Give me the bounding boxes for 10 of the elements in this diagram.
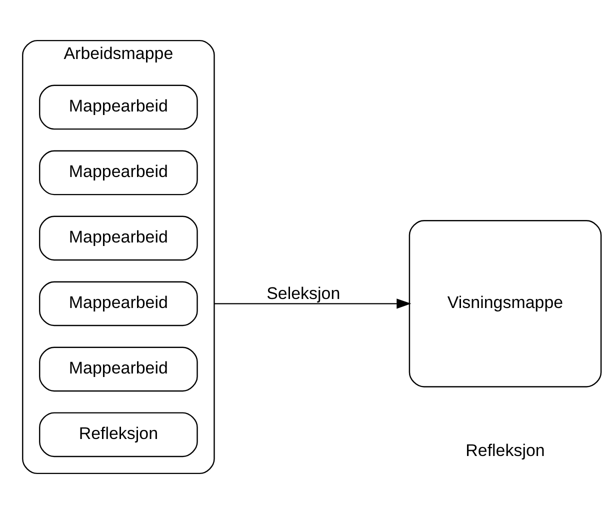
node-box: Mappearbeid	[39, 150, 198, 196]
arrow	[214, 298, 412, 309]
node-box: Mappearbeid	[39, 346, 198, 392]
edge-label: Seleksjon	[266, 284, 340, 304]
node-box: Mappearbeid	[39, 84, 198, 130]
node-box: Visningsmappe	[408, 220, 602, 388]
node-box: Mappearbeid	[39, 281, 198, 326]
label: Refleksjon	[466, 441, 545, 460]
node-box: Refleksjon	[39, 412, 198, 458]
node-box: Mappearbeid	[39, 216, 198, 261]
